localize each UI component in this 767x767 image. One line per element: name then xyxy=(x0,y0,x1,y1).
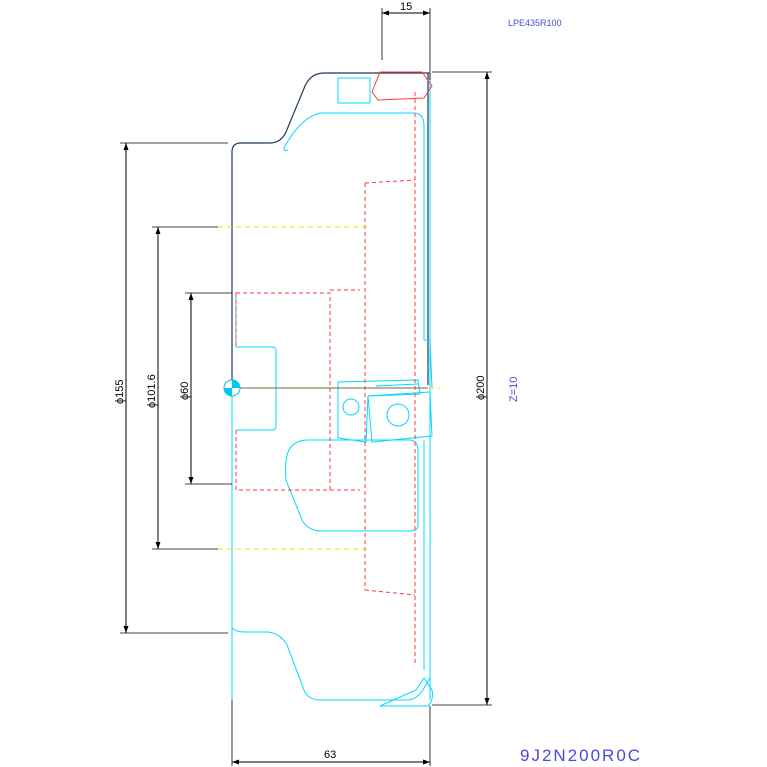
tooth-count: Z=10 xyxy=(508,377,520,402)
outer-profile xyxy=(231,72,431,385)
dim-width-bottom: 63 xyxy=(231,700,431,766)
dim-dia-200-label: ϕ200 xyxy=(475,375,487,400)
dim-dia-60: ϕ60 xyxy=(179,292,232,485)
origin-marker xyxy=(223,379,241,397)
dim-dia-155-label: ϕ155 xyxy=(114,379,126,404)
screw-holes xyxy=(342,398,410,427)
dim-width-bottom-label: 63 xyxy=(324,749,336,761)
dim-dia-101-6: ϕ101.6 xyxy=(146,226,218,550)
part-code: LPE435R100 xyxy=(508,18,562,28)
top-insert xyxy=(371,71,433,101)
dim-width-top: 15 xyxy=(381,1,431,72)
cutter-body xyxy=(231,77,433,707)
drawing-number: 9J2N200R0C xyxy=(520,746,642,765)
dim-dia-60-label: ϕ60 xyxy=(179,382,191,400)
screw-hole-small xyxy=(342,398,360,416)
dim-width-top-label: 15 xyxy=(400,1,412,13)
screw-hole-large xyxy=(386,403,410,427)
hidden-lines xyxy=(235,92,416,665)
dim-dia-200: ϕ200 xyxy=(432,71,492,706)
dim-dia-155: ϕ155 xyxy=(114,142,228,634)
dim-dia-101-6-label: ϕ101.6 xyxy=(146,374,158,408)
